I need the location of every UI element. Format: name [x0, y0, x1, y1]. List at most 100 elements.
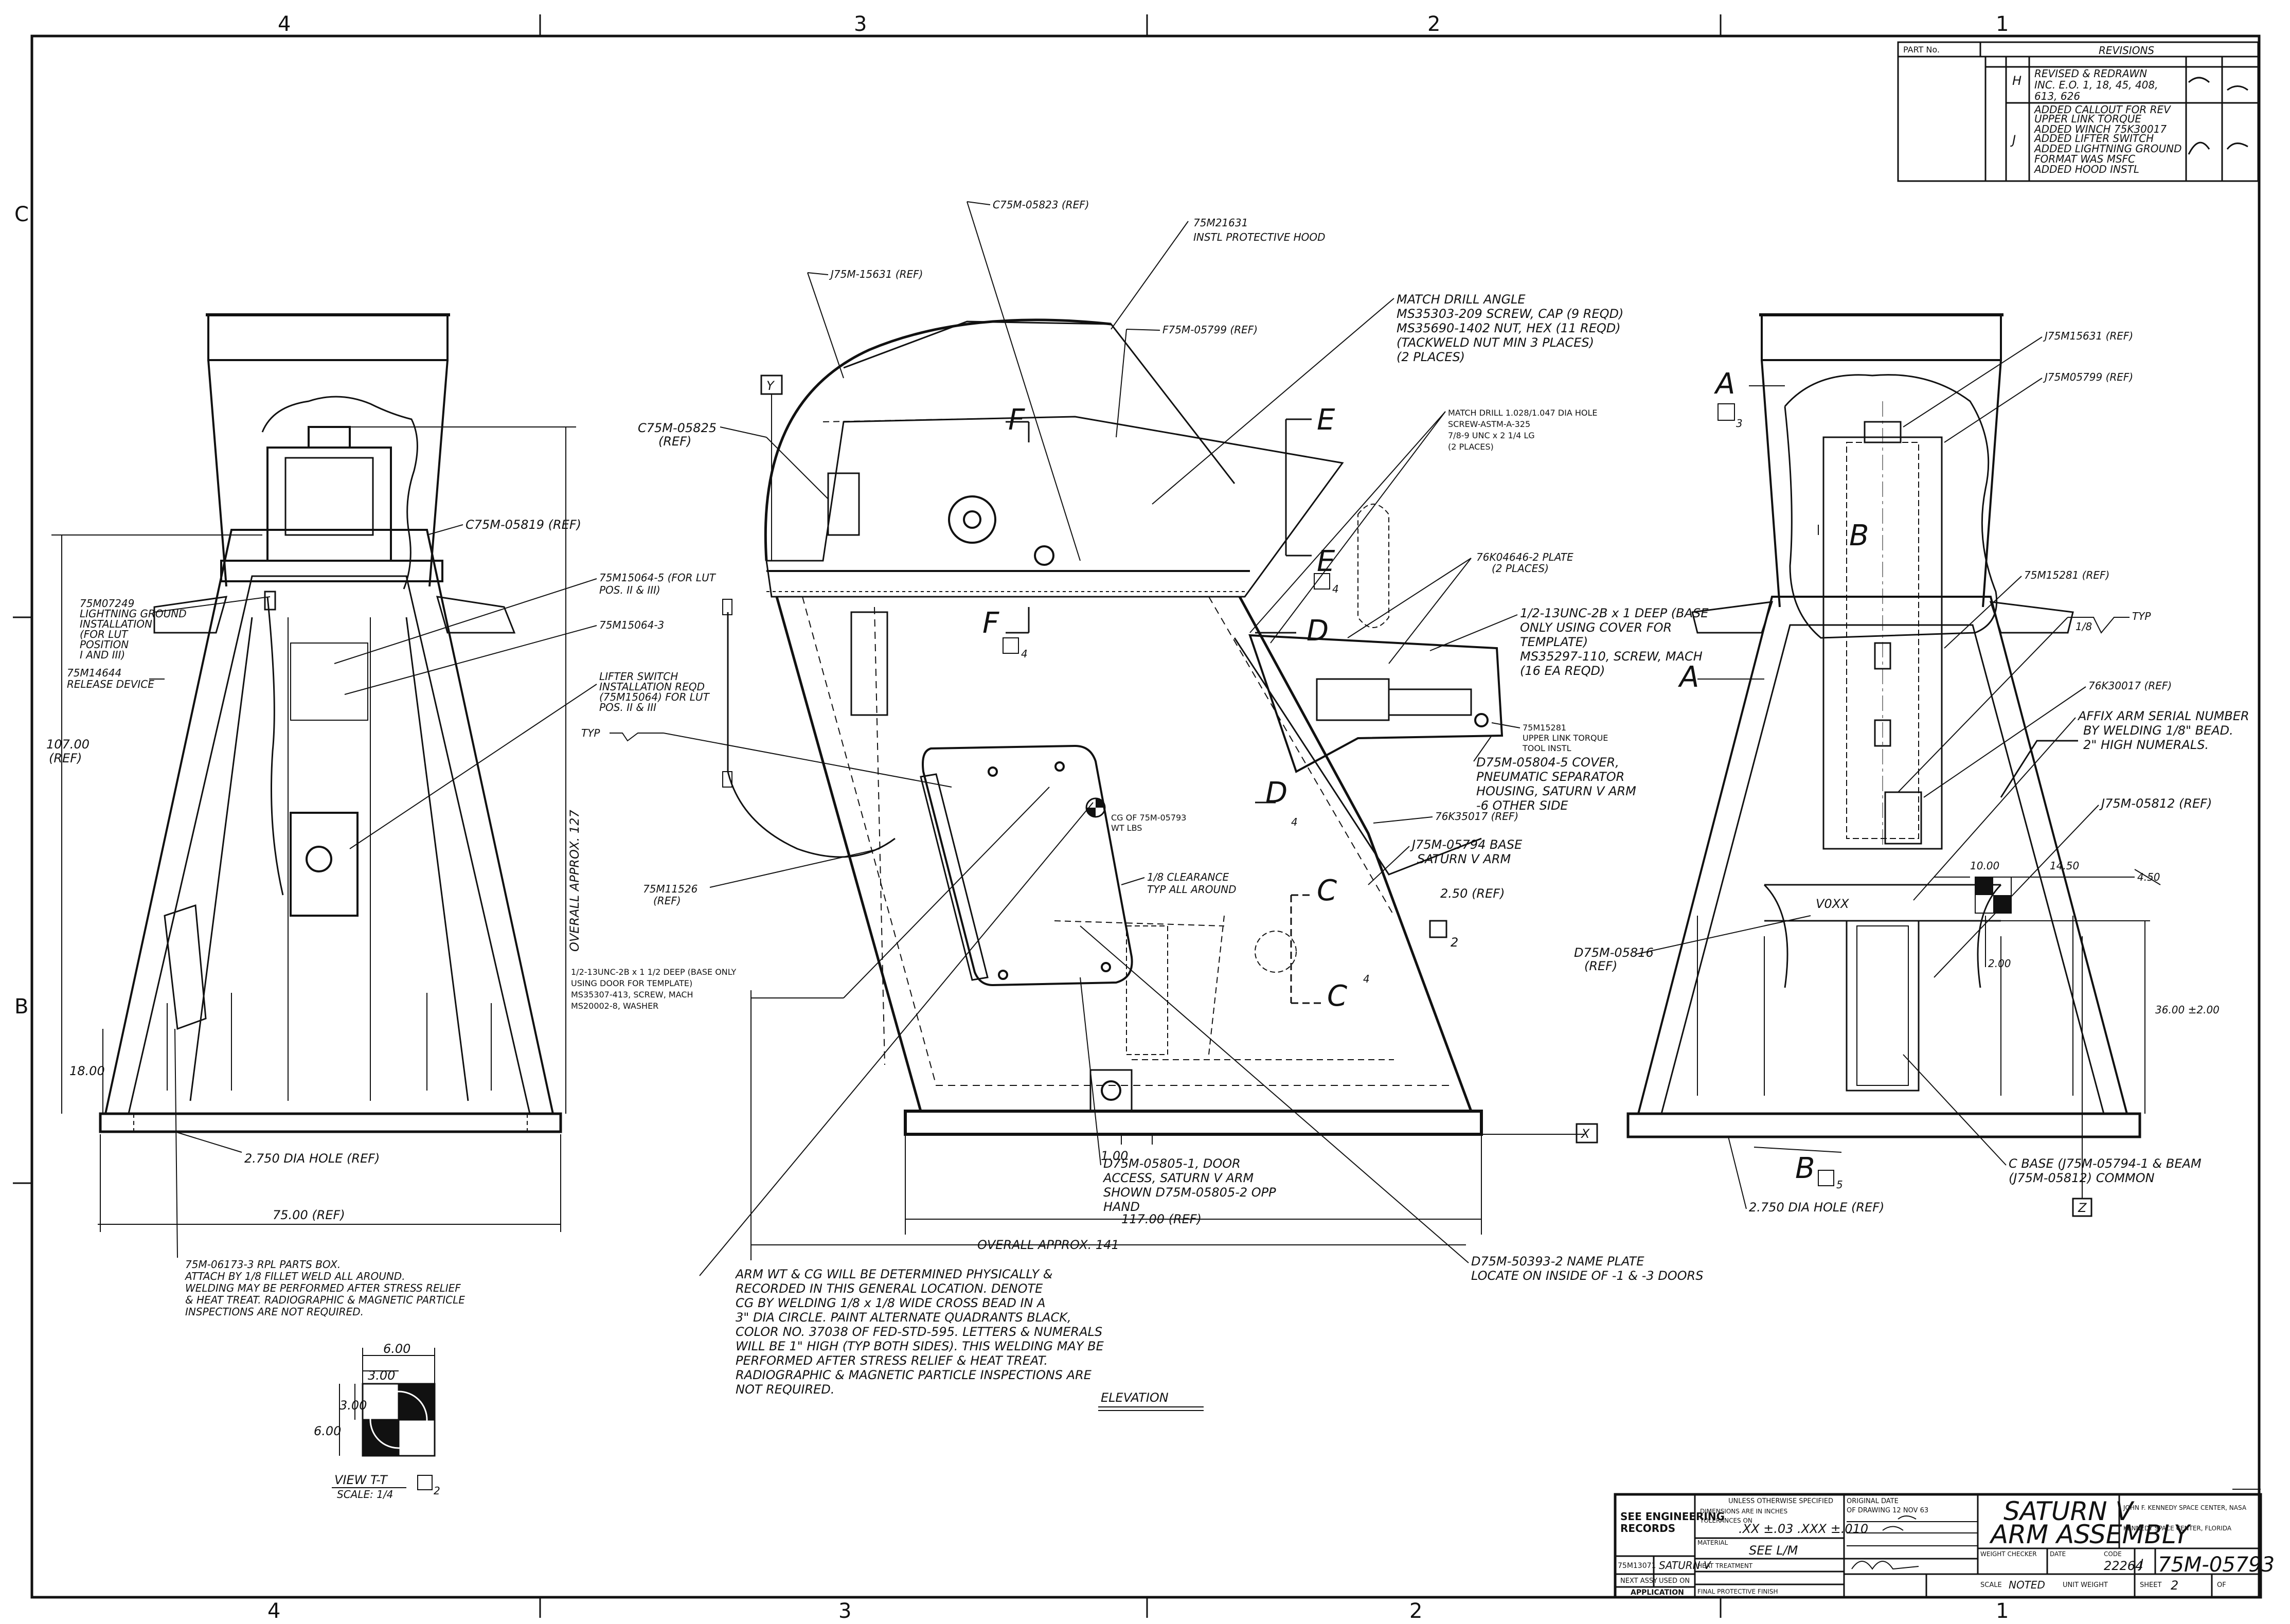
- callout-75m11526: (REF): [653, 895, 681, 907]
- title-see-eng: SEE ENGINEERING: [1620, 1510, 1725, 1523]
- title-scale-value: NOTED: [2009, 1579, 2045, 1591]
- title-weight-checker: WEIGHT CHECKER: [1980, 1550, 2037, 1558]
- revision-h-line: 613, 626: [2034, 90, 2080, 102]
- title-date-label: DATE: [2050, 1550, 2066, 1558]
- sheet-border: [13, 14, 2261, 1618]
- callout-tapped-holes: TEMPLATE): [1520, 635, 1588, 649]
- section-d-sheet: 4: [1291, 816, 1298, 828]
- elevation-dimensions: [750, 990, 1584, 1260]
- section-t-sheet: 2: [1451, 935, 1458, 950]
- section-marker-box: [417, 1475, 433, 1490]
- callout-lifter-switch: (75M15064) FOR LUT: [599, 691, 710, 703]
- title-final-finish: FINAL PROTECTIVE FINISH: [1697, 1588, 1778, 1595]
- zone-top-2: 2: [1427, 12, 1440, 36]
- revision-j-line: ADDED CALLOUT FOR REV: [2033, 103, 2171, 116]
- callout-door-tapped: MS35307-413, SCREW, MACH: [571, 990, 693, 1000]
- callout-d75m05816: (REF): [1584, 959, 1617, 973]
- revision-initials-marks: [2188, 77, 2248, 155]
- callout-j75m05812-right: J75M-05812 (REF): [2099, 796, 2212, 811]
- callout-separator-cover: PNEUMATIC SEPARATOR: [1476, 770, 1624, 784]
- serial-marking: V0XX: [1816, 897, 1849, 911]
- right-view-dimensions: [1697, 385, 2161, 1153]
- callout-hood: INSTL PROTECTIVE HOOD: [1193, 231, 1326, 243]
- callout-c75m05823: C75M-05823 (REF): [993, 199, 1089, 211]
- title-main: ARM ASSEMBLY: [1989, 1520, 2191, 1549]
- revision-j-line: ADDED LIFTER SWITCH: [2033, 132, 2154, 145]
- title-agency: KENNEDY SPACE CENTER, FLORIDA: [2123, 1525, 2232, 1532]
- revision-j-line: ADDED LIGHTNING GROUND: [2033, 142, 2181, 155]
- section-a-lower: A: [1678, 661, 1699, 694]
- elevation-labels: C75M-05823 (REF) 75M21631 INSTL PROTECTI…: [571, 199, 1709, 1411]
- zone-left-b: B: [14, 995, 28, 1019]
- callout-lightning-ground: 75M07249: [80, 597, 134, 610]
- zone-top-4: 4: [278, 12, 291, 36]
- callout-75m15064-5: POS. II & III): [599, 584, 660, 596]
- callout-beam-common: (J75M-05812) COMMON: [2009, 1171, 2155, 1185]
- dim-1-00: 1.00: [1101, 1149, 1128, 1163]
- arm-note: ARM WT & CG WILL BE DETERMINED PHYSICALL…: [735, 1267, 1053, 1281]
- section-f: F: [1008, 403, 1025, 437]
- title-material-value: SEE L/M: [1749, 1543, 1798, 1558]
- callout-door-tapped: 1/2-13UNC-2B x 1 1/2 DEEP (BASE ONLY: [571, 967, 737, 977]
- section-b-sheet: 5: [1836, 1179, 1843, 1191]
- callout-torque-tool: 75M15281: [1523, 723, 1566, 733]
- view-tt-label: VIEW T-T: [334, 1473, 388, 1487]
- revision-j-line: ADDED HOOD INSTL: [2033, 163, 2139, 175]
- callout-d75m05816: D75M-05816: [1574, 945, 1654, 960]
- callout-lightning-ground: POSITION: [80, 638, 129, 651]
- title-agency: JOHN F. KENNEDY SPACE CENTER, NASA: [2123, 1504, 2247, 1511]
- zone-bottom-3: 3: [838, 1599, 851, 1623]
- section-e: E: [1317, 403, 1335, 437]
- title-tol-line: DIMENSIONS ARE IN INCHES: [1700, 1508, 1787, 1515]
- section-b: B: [1849, 519, 1869, 552]
- callout-tapped-holes: MS35297-110, SCREW, MACH: [1520, 649, 1703, 664]
- callout-release-device: 75M14644: [67, 667, 121, 679]
- callout-match-hole: MATCH DRILL 1.028/1.047 DIA HOLE: [1448, 408, 1598, 418]
- view-tt-scale: SCALE: 1/4: [337, 1488, 393, 1501]
- zone-markers: 4 3 2 1 4 3 2 1 C B: [14, 12, 2009, 1623]
- section-f-lower: F: [982, 606, 999, 640]
- callout-torque-tool: UPPER LINK TORQUE: [1523, 733, 1608, 743]
- callout-door: SHOWN D75M-05805-2 OPP: [1103, 1185, 1276, 1200]
- section-z: Z: [2078, 1201, 2087, 1215]
- callout-base: SATURN V ARM: [1417, 852, 1511, 866]
- callout-75m11526: 75M11526: [643, 883, 697, 895]
- dim-36-00: 36.00 ±2.00: [2155, 1004, 2220, 1016]
- section-b-lower: B: [1795, 1152, 1815, 1185]
- title-used-on-label: USED ON: [1659, 1577, 1690, 1585]
- title-heat-treat: HEAT TREATMENT: [1697, 1562, 1753, 1569]
- callout-76k30017-right: 76K30017 (REF): [2088, 680, 2172, 692]
- section-a: A: [1714, 367, 1735, 401]
- title-signatures: [1847, 1515, 1978, 1570]
- cg-circle: [369, 1390, 428, 1449]
- title-tol-header: UNLESS OTHERWISE SPECIFIED: [1728, 1497, 1833, 1505]
- revisions-block: PART No. REVISIONS H REVISED & REDRAWN I…: [1897, 41, 2259, 182]
- callout-serial-number: 2" HIGH NUMERALS.: [2083, 738, 2209, 752]
- dim-hole: 2.750 DIA HOLE (REF): [244, 1151, 380, 1166]
- title-orig-date: OF DRAWING 12 NOV 63: [1847, 1507, 1928, 1514]
- callout-lightning-ground: INSTALLATION: [80, 618, 152, 630]
- parts-box-note: INSPECTIONS ARE NOT REQUIRED.: [185, 1306, 364, 1318]
- zone-bottom-1: 1: [1996, 1599, 2009, 1623]
- section-y: Y: [766, 379, 775, 393]
- dim-height: 107.00: [46, 737, 90, 752]
- callout-separator-cover: HOUSING, SATURN V ARM: [1476, 784, 1636, 798]
- dim-overall-height: OVERALL APPROX. 127: [567, 810, 582, 952]
- revision-h-line: INC. E.O. 1, 18, 45, 408,: [2034, 79, 2158, 91]
- cg-quadrant-black: [363, 1420, 399, 1456]
- section-x: X: [1580, 1127, 1590, 1141]
- callout-lifter-switch: INSTALLATION REQD: [599, 681, 705, 693]
- callout-door: ACCESS, SATURN V ARM: [1102, 1171, 1254, 1185]
- callout-match-angle: MS35303-209 SCREW, CAP (9 REQD): [1397, 307, 1623, 321]
- dim-height-ref: (REF): [49, 751, 82, 765]
- callout-76k35017: 76K35017 (REF): [1435, 810, 1518, 823]
- callout-c75m05819: C75M-05819 (REF): [466, 517, 581, 532]
- arm-note: CG BY WELDING 1/8 x 1/8 WIDE CROSS BEAD …: [736, 1296, 1046, 1310]
- callout-serial-number: AFFIX ARM SERIAL NUMBER: [2077, 709, 2249, 723]
- zone-left-c: C: [14, 203, 29, 226]
- callout-c75m05825: (REF): [658, 434, 691, 449]
- parts-box-note: ATTACH BY 1/8 FILLET WELD ALL AROUND.: [184, 1270, 405, 1282]
- dim-117: 117.00 (REF): [1121, 1212, 1202, 1226]
- title-tol-values: .XX ±.03 .XXX ±.010: [1739, 1522, 1868, 1536]
- callout-j75m05799-right: J75M05799 (REF): [2043, 371, 2133, 383]
